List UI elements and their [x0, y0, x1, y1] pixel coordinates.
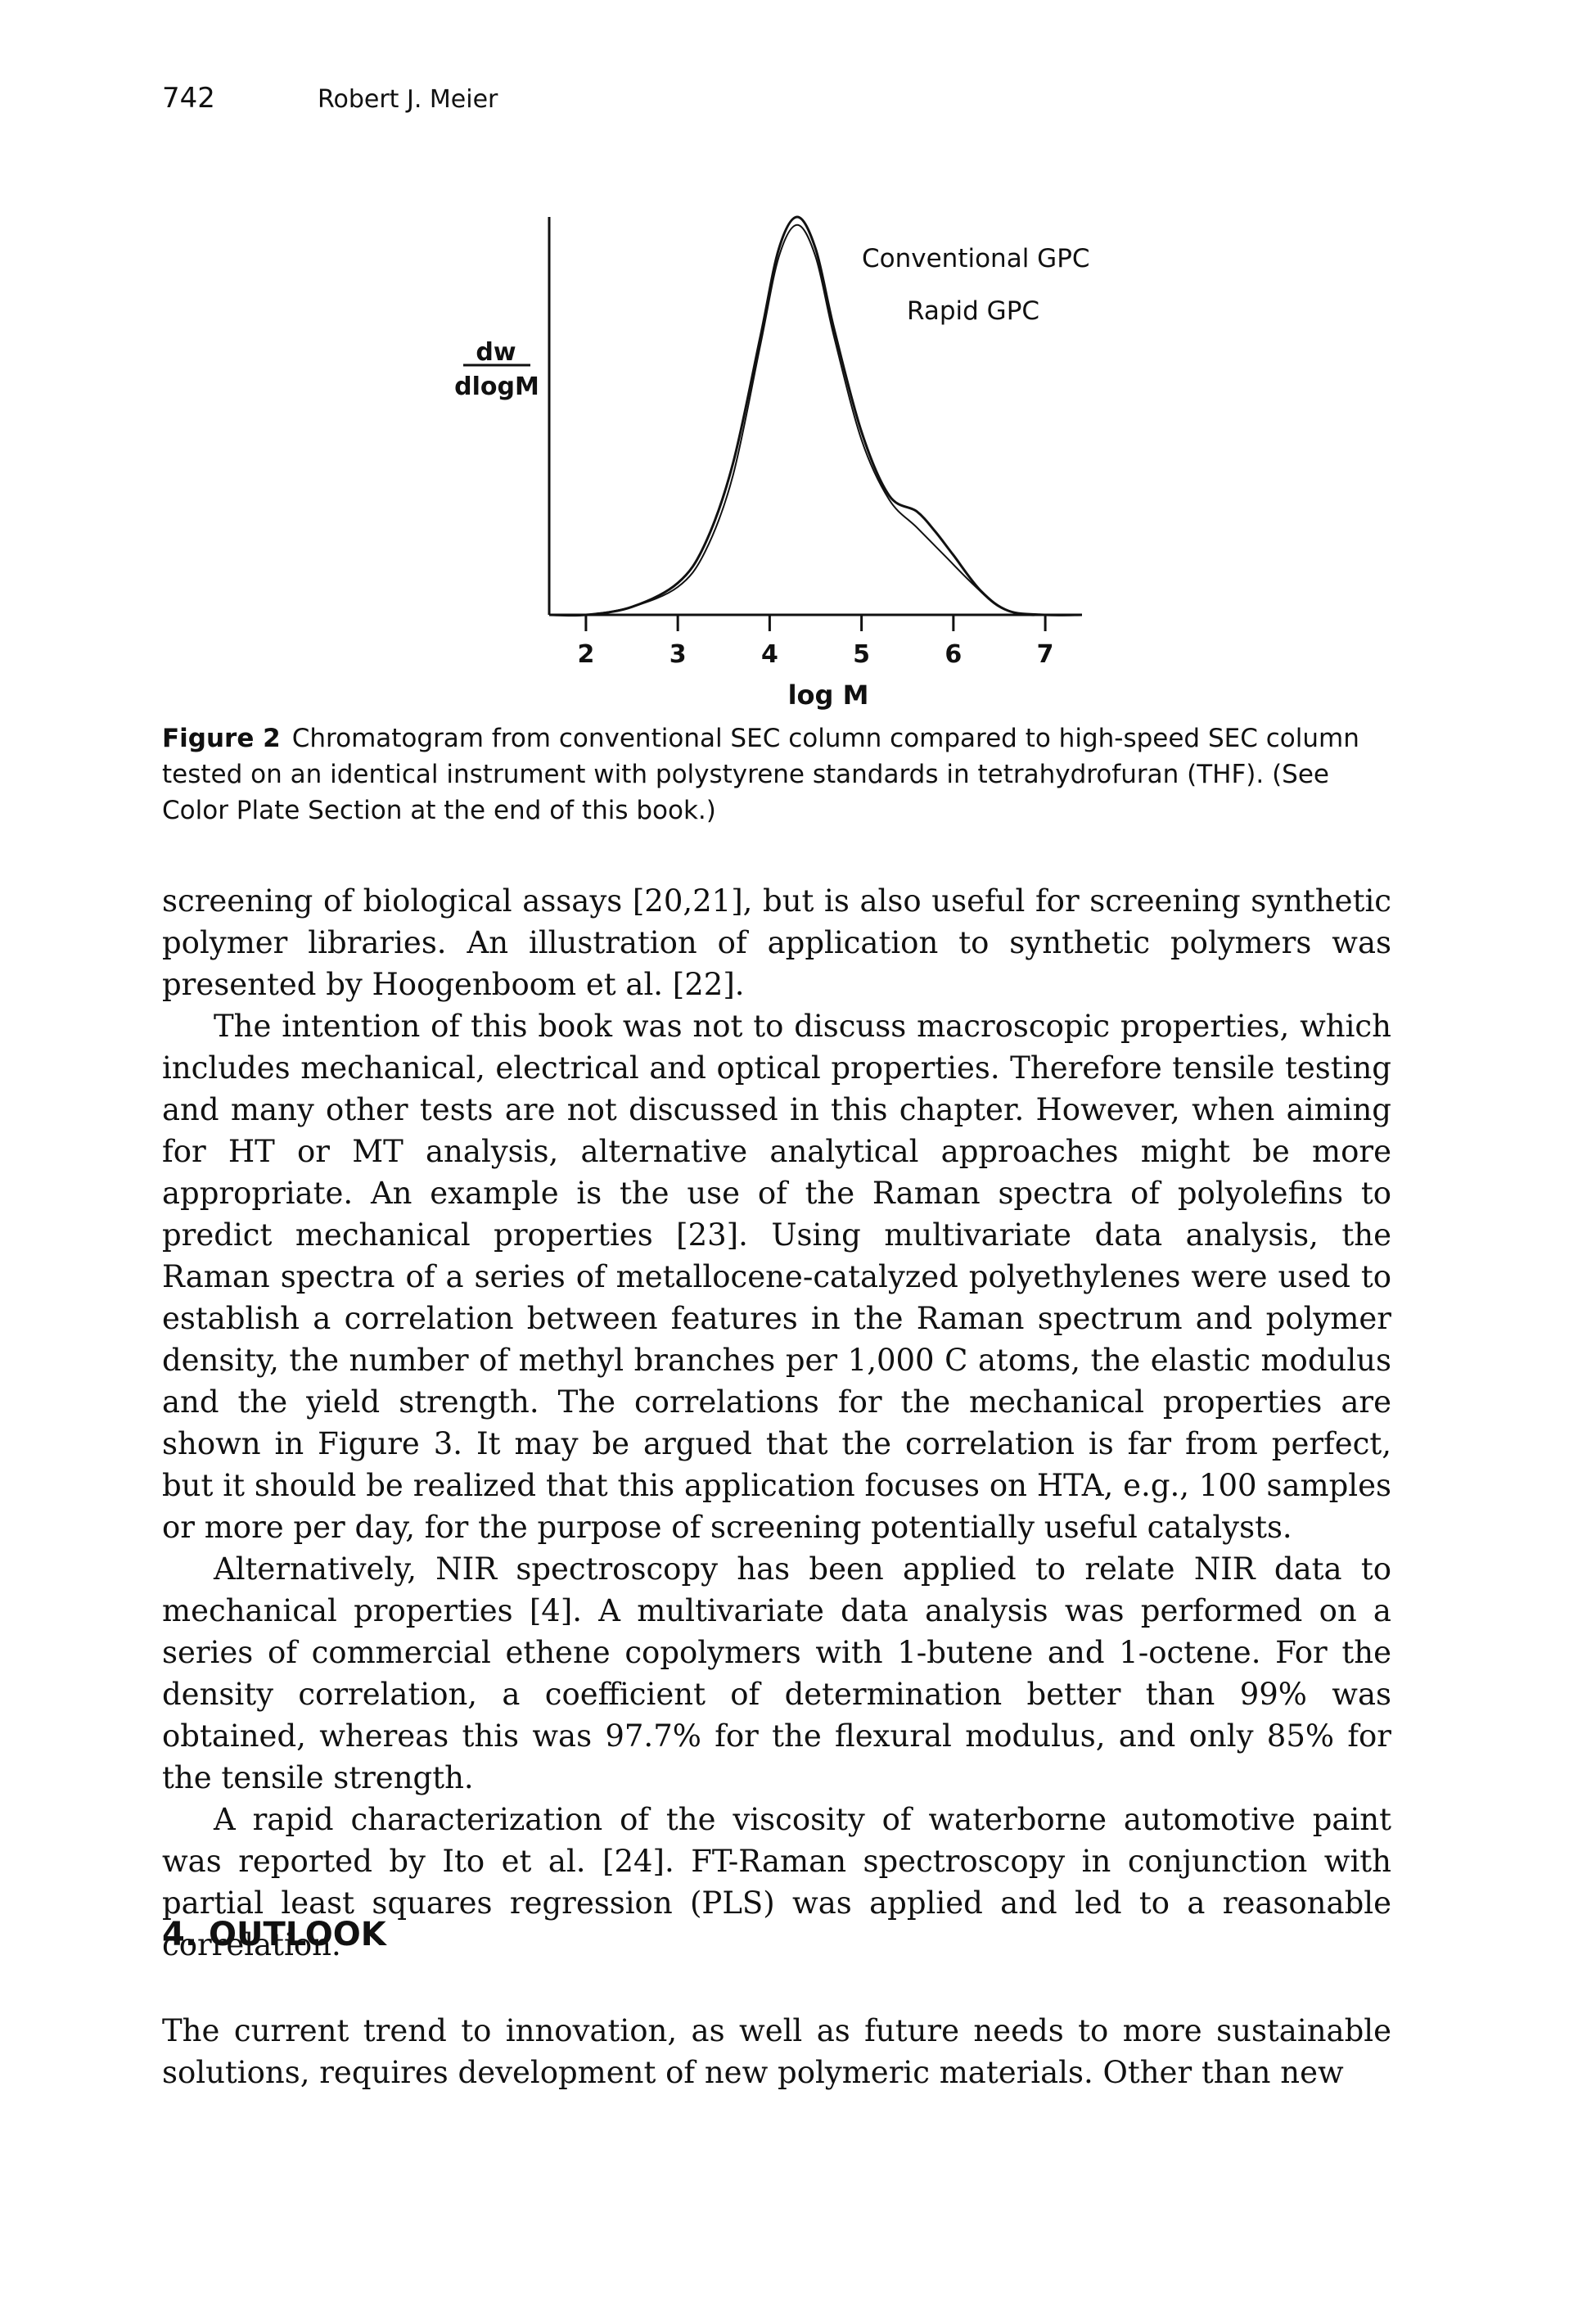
- gpc-chromatogram-chart: dw dlogM 2 3 4 5 6 7 Conventional GPC Rapid G…: [454, 215, 1090, 711]
- page-header: 742 Robert J. Meier: [162, 82, 1439, 131]
- series-line-rapid-gpc: [548, 224, 1082, 616]
- body-text-block: screening of biological assays [20,21], …: [162, 880, 1391, 1966]
- x-tick-label: 7: [1037, 640, 1054, 669]
- x-tick-label: 5: [853, 640, 870, 669]
- legend-rapid-gpc: Rapid GPC: [907, 296, 1039, 326]
- paragraph: The current trend to innovation, as well…: [162, 2013, 1391, 2090]
- series-line-conventional-gpc: [548, 215, 1083, 617]
- figure-caption-text: Chromatogram from conventional SEC colum…: [162, 724, 1359, 825]
- figure-2: dw dlogM 2 3 4 5 6 7 Conventional GPC Rapid G…: [0, 0, 1596, 737]
- legend-conventional-gpc: Conventional GPC: [862, 244, 1090, 273]
- running-head: Robert J. Meier: [318, 85, 498, 114]
- body-text-block-2: The current trend to innovation, as well…: [162, 2010, 1391, 2093]
- x-tick-label: 2: [577, 640, 594, 669]
- paragraph: Alternatively, NIR spectroscopy has been…: [162, 1551, 1391, 1795]
- section-heading: 4. OUTLOOK: [162, 1916, 386, 1953]
- x-tick-label: 4: [761, 640, 778, 669]
- x-tick-label: 3: [670, 640, 687, 669]
- ylabel-bottom: dlogM: [454, 373, 539, 401]
- paragraph: screening of biological assays [20,21], …: [162, 883, 1391, 1002]
- x-tick-label: 6: [945, 640, 962, 669]
- paragraph: A rapid characterization of the viscosit…: [162, 1802, 1391, 1962]
- xlabel: log M: [788, 680, 869, 711]
- page-number: 742: [162, 82, 215, 115]
- figure-caption-label: Figure 2: [162, 724, 281, 753]
- paragraph: The intention of this book was not to di…: [162, 1009, 1391, 1545]
- ylabel-top: dw: [476, 338, 516, 367]
